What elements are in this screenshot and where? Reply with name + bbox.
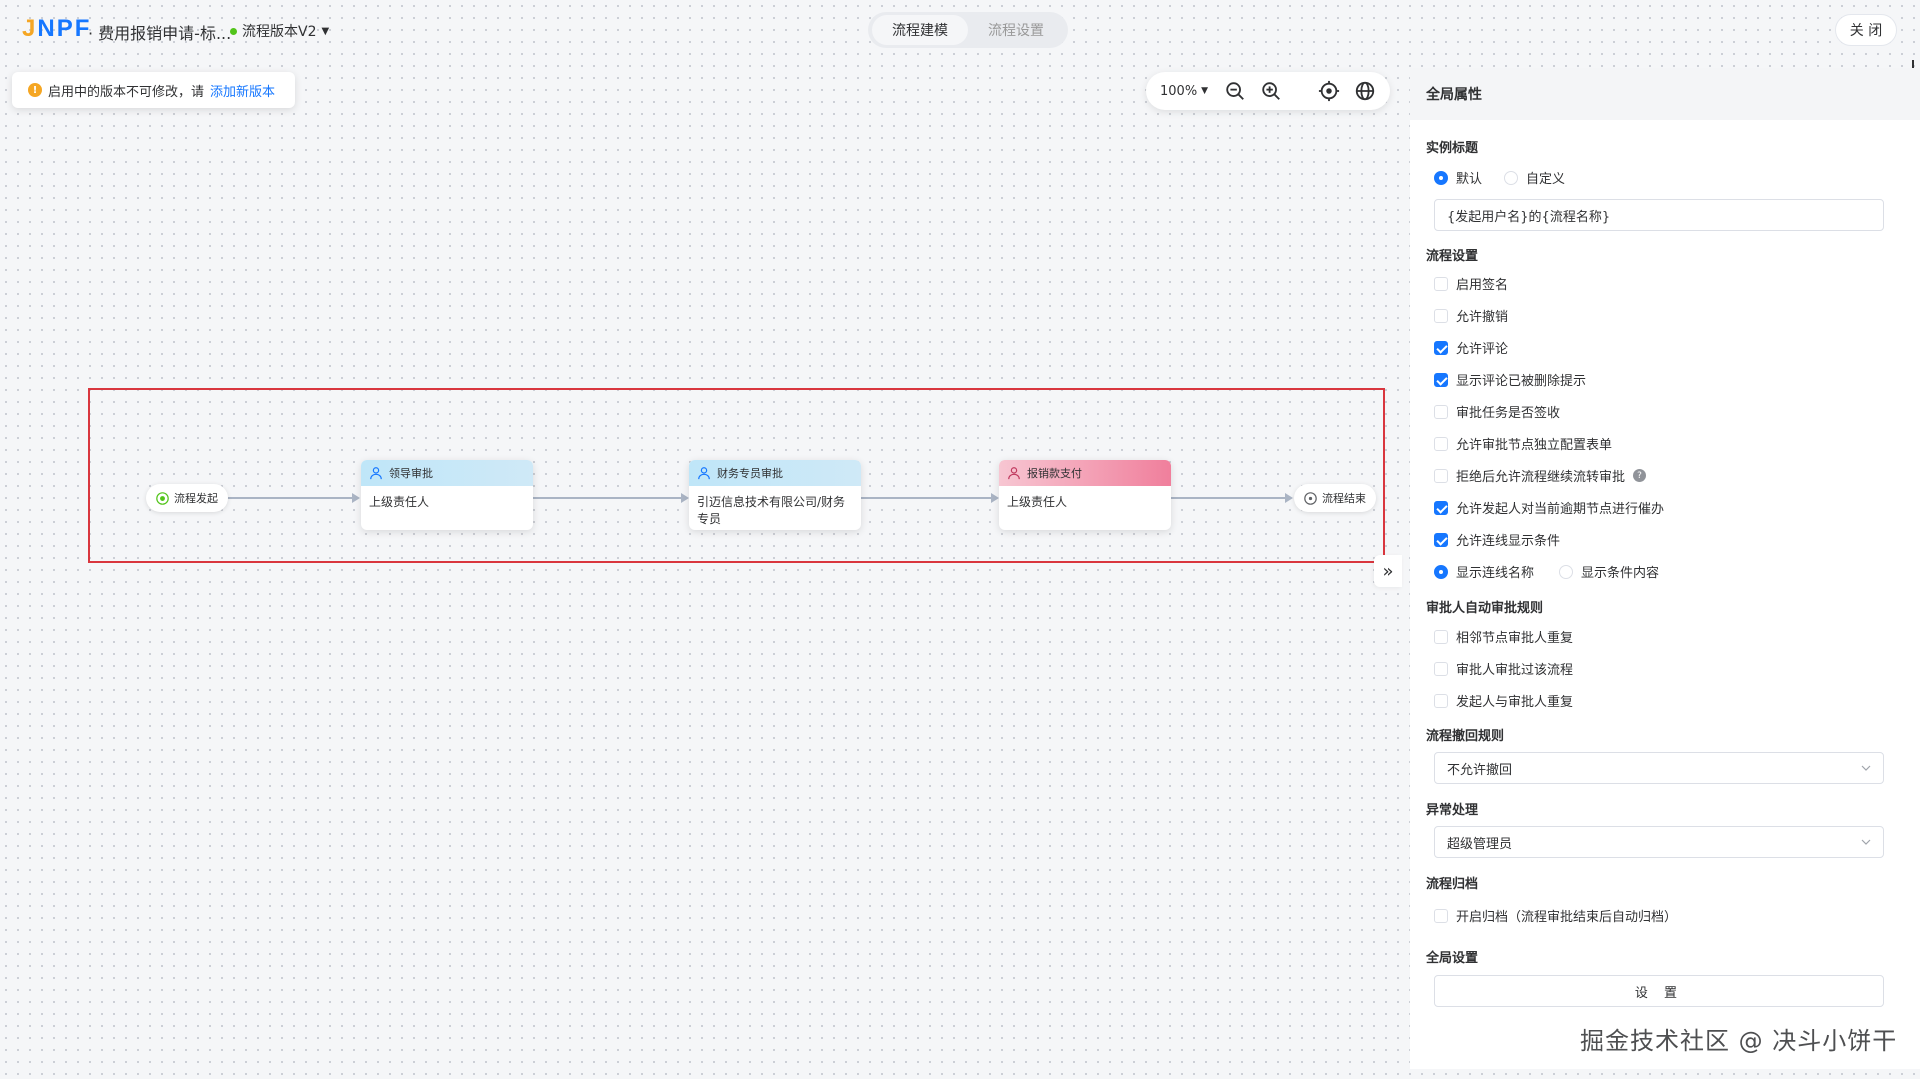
checkbox-signature[interactable]: 启用签名 (1434, 274, 1508, 293)
zoom-value: 100% (1160, 83, 1198, 99)
node-content: 引迈信息技术有限公司/财务专员 (697, 495, 846, 526)
node-title: 财务专员审批 (717, 467, 783, 480)
zoom-in-icon[interactable] (1260, 79, 1282, 103)
checkbox-checked (1434, 340, 1448, 355)
checkbox-allow-revoke[interactable]: 允许撤销 (1434, 306, 1508, 325)
caret-down-icon: ▼ (321, 25, 330, 37)
checkbox-unchecked (1434, 436, 1448, 451)
node-header: 财务专员审批 (689, 460, 861, 486)
start-label: 流程发起 (174, 492, 218, 505)
app-logo: JNPF (22, 15, 92, 42)
add-version-link[interactable]: 添加新版本 (210, 84, 276, 100)
flow-edge (1171, 493, 1293, 503)
checkbox-allow-comment[interactable]: 允许评论 (1434, 338, 1508, 357)
checkbox-unchecked (1434, 308, 1448, 323)
checkbox-checked (1434, 500, 1448, 515)
version-label: 流程版本V2 (242, 24, 317, 40)
flow-highlight-box (88, 388, 1385, 563)
flow-edge (222, 493, 360, 503)
readonly-notice: ! 启用中的版本不可修改，请 添加新版本 (12, 72, 296, 108)
radio-unchecked (1559, 564, 1573, 579)
checkbox-adjacent-duplicate[interactable]: 相邻节点审批人重复 (1434, 627, 1573, 646)
chevron-down-icon (1861, 839, 1871, 845)
tab-flow-modeling[interactable]: 流程建模 (872, 15, 968, 45)
version-select[interactable]: 流程版本V2 ▼ (230, 21, 329, 41)
properties-panel: 全局属性 (1410, 68, 1920, 1069)
checkbox-unchecked (1434, 276, 1448, 291)
end-label: 流程结束 (1322, 492, 1366, 505)
collapse-panel-icon[interactable]: » (1374, 555, 1402, 587)
flow-start-node[interactable]: 流程发起 (146, 484, 228, 512)
radio-checked (1434, 170, 1448, 185)
section-global: 全局设置 (1426, 951, 1479, 966)
top-bar: JNPF · 费用报销申请-标... 流程版本V2 ▼ 流程建模 流程设置 关 … (0, 0, 1920, 60)
section-archive: 流程归档 (1426, 877, 1479, 892)
user-icon (370, 467, 382, 480)
section-process-settings: 流程设置 (1426, 249, 1479, 264)
zoom-select[interactable]: 100% ▼ (1160, 84, 1208, 99)
watermark: 掘金技术社区 @ 决斗小饼干 (1580, 1027, 1898, 1055)
node-content: 上级责任人 (1007, 495, 1068, 509)
radio-default[interactable]: 默认 (1434, 168, 1482, 187)
instance-title-input[interactable]: {发起用户名}的{流程名称} (1434, 199, 1884, 231)
node-header: 报销款支付 (999, 460, 1171, 486)
global-settings-button[interactable]: 设 置 (1434, 975, 1884, 1007)
checkbox-line-condition[interactable]: 允许连线显示条件 (1434, 530, 1560, 549)
checkbox-initiator-duplicate[interactable]: 发起人与审批人重复 (1434, 691, 1573, 710)
node-title: 领导审批 (389, 467, 433, 480)
checkbox-urge-overdue[interactable]: 允许发起人对当前逾期节点进行催办 (1434, 498, 1664, 517)
node-header: 领导审批 (361, 460, 533, 486)
radio-show-condition[interactable]: 显示条件内容 (1559, 562, 1659, 581)
approval-node-leader[interactable]: 领导审批 上级责任人 (361, 460, 533, 530)
node-title: 报销款支付 (1027, 467, 1082, 480)
flow-title: · 费用报销申请-标... (88, 24, 232, 43)
help-icon[interactable]: ? (1633, 469, 1647, 482)
close-button[interactable]: 关 闭 (1835, 14, 1897, 46)
checkbox-show-deleted-tip[interactable]: 显示评论已被删除提示 (1434, 370, 1586, 389)
flow-edge (533, 493, 689, 503)
zoom-out-icon[interactable] (1224, 79, 1246, 103)
revoke-rule-select[interactable]: 不允许撤回 (1434, 752, 1884, 784)
locate-center-icon[interactable] (1318, 79, 1340, 103)
tab-flow-settings[interactable]: 流程设置 (988, 23, 1044, 39)
exception-select[interactable]: 超级管理员 (1434, 826, 1884, 858)
panel-title: 全局属性 (1410, 68, 1920, 120)
globe-icon[interactable] (1354, 79, 1376, 103)
flow-edge (861, 493, 999, 503)
radio-checked (1434, 564, 1448, 579)
user-icon (698, 467, 710, 480)
flow-end-node[interactable]: 流程结束 (1294, 484, 1376, 512)
radio-unchecked (1504, 170, 1518, 185)
tab-switcher: 流程建模 流程设置 (868, 12, 1068, 48)
canvas-toolbar: 100% ▼ (1146, 72, 1390, 110)
section-auto-approve: 审批人自动审批规则 (1426, 601, 1544, 616)
play-circle-icon (156, 491, 169, 505)
payment-node[interactable]: 报销款支付 上级责任人 (999, 460, 1171, 530)
checkbox-approved-before[interactable]: 审批人审批过该流程 (1434, 659, 1573, 678)
node-content: 上级责任人 (369, 495, 430, 509)
checkbox-node-form[interactable]: 允许审批节点独立配置表单 (1434, 434, 1612, 453)
checkbox-enable-archive[interactable]: 开启归档（流程审批结束后自动归档） (1434, 906, 1677, 925)
checkbox-checked (1434, 372, 1448, 387)
chevron-down-icon (1861, 765, 1871, 771)
section-exception: 异常处理 (1426, 803, 1479, 818)
stop-circle-icon (1304, 491, 1317, 505)
user-icon (1008, 467, 1020, 480)
checkbox-checked (1434, 532, 1448, 547)
warning-icon: ! (28, 83, 42, 97)
checkbox-unchecked (1434, 404, 1448, 419)
radio-show-line-name[interactable]: 显示连线名称 (1434, 562, 1534, 581)
approval-node-finance[interactable]: 财务专员审批 引迈信息技术有限公司/财务专员 (689, 460, 861, 530)
section-instance-title: 实例标题 (1426, 141, 1479, 156)
checkbox-continue-after-reject[interactable]: 拒绝后允许流程继续流转审批? (1434, 466, 1647, 485)
radio-custom[interactable]: 自定义 (1504, 168, 1565, 187)
status-dot (230, 27, 237, 35)
notice-text: 启用中的版本不可修改，请 (48, 84, 205, 100)
checkbox-task-signin[interactable]: 审批任务是否签收 (1434, 402, 1560, 421)
checkbox-unchecked (1434, 468, 1448, 483)
section-revoke-rule: 流程撤回规则 (1426, 729, 1505, 744)
caret-down-icon: ▼ (1201, 86, 1209, 96)
